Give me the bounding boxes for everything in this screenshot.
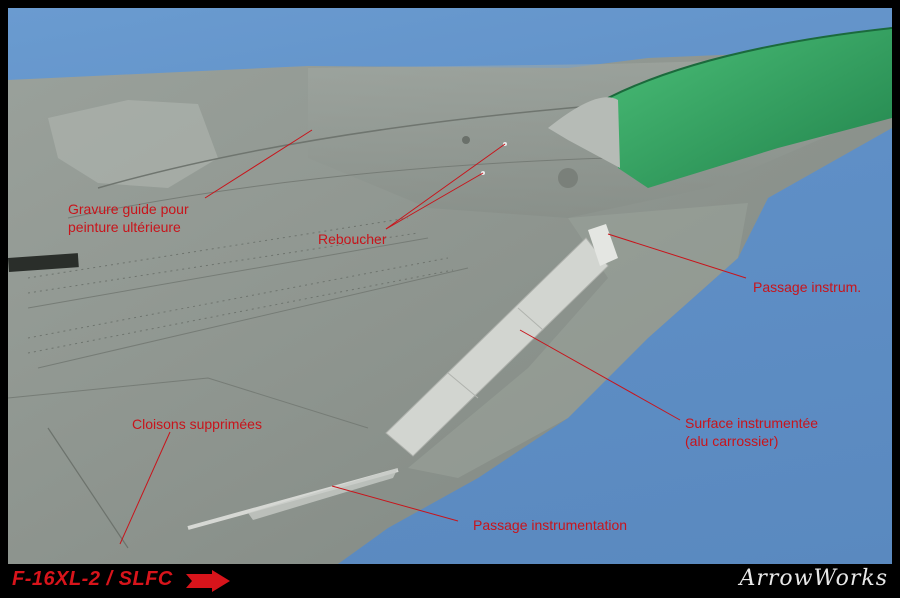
aluminium-tape-seam bbox=[447, 372, 479, 399]
instrumentation-tube-fairing bbox=[248, 468, 398, 520]
aircraft-model-photo bbox=[8, 27, 892, 564]
callout-surface-line-2: (alu carrossier) bbox=[685, 433, 779, 449]
callout-passage-instrum: Passage instrum. bbox=[753, 279, 862, 295]
canopy-frame bbox=[548, 97, 620, 168]
canopy-masking-edge bbox=[607, 27, 892, 99]
panel-line bbox=[8, 377, 369, 429]
brand-logo: ArrowWorks bbox=[739, 566, 888, 591]
footer-bar bbox=[0, 564, 900, 598]
photo-frame: Gravure guide pour peinture ultérieure R… bbox=[8, 8, 892, 564]
model-title: F-16XL-2 / SLFC bbox=[12, 568, 173, 590]
antenna-bump bbox=[558, 168, 578, 188]
fuselage-ridge bbox=[408, 203, 748, 478]
red-arrow-icon bbox=[186, 570, 230, 592]
callout-surface-line-1: Surface instrumentée bbox=[685, 415, 819, 431]
panel-line bbox=[27, 237, 429, 309]
callout-leader-lines bbox=[119, 129, 747, 545]
callout-reboucher: Reboucher bbox=[318, 231, 387, 247]
callout-bulkheads-removed: Cloisons supprimées bbox=[132, 416, 262, 432]
panel-line bbox=[47, 427, 129, 549]
panel-line bbox=[67, 157, 609, 219]
aluminium-tape-surface bbox=[385, 237, 609, 457]
instrum-passage-block bbox=[588, 224, 618, 266]
rivet-rows bbox=[27, 217, 454, 354]
callout-instrumentation-passage: Passage instrumentation bbox=[473, 517, 628, 533]
antenna-bump bbox=[462, 136, 470, 144]
canopy-masking-tape bbox=[608, 28, 892, 188]
engraving-guide-line bbox=[97, 102, 629, 189]
panel-line bbox=[37, 267, 469, 369]
callout-engraving-line-1: Gravure guide pour bbox=[68, 201, 189, 217]
intake-slot bbox=[8, 253, 79, 272]
filler-patch bbox=[48, 100, 218, 188]
callout-instrumented-surface: Surface instrumentée (alu carrossier) bbox=[685, 414, 818, 450]
aluminium-tape-seam bbox=[517, 307, 544, 331]
callout-engraving-guide: Gravure guide pour peinture ultérieure bbox=[68, 200, 189, 236]
callout-engraving-line-2: peinture ultérieure bbox=[68, 219, 181, 235]
